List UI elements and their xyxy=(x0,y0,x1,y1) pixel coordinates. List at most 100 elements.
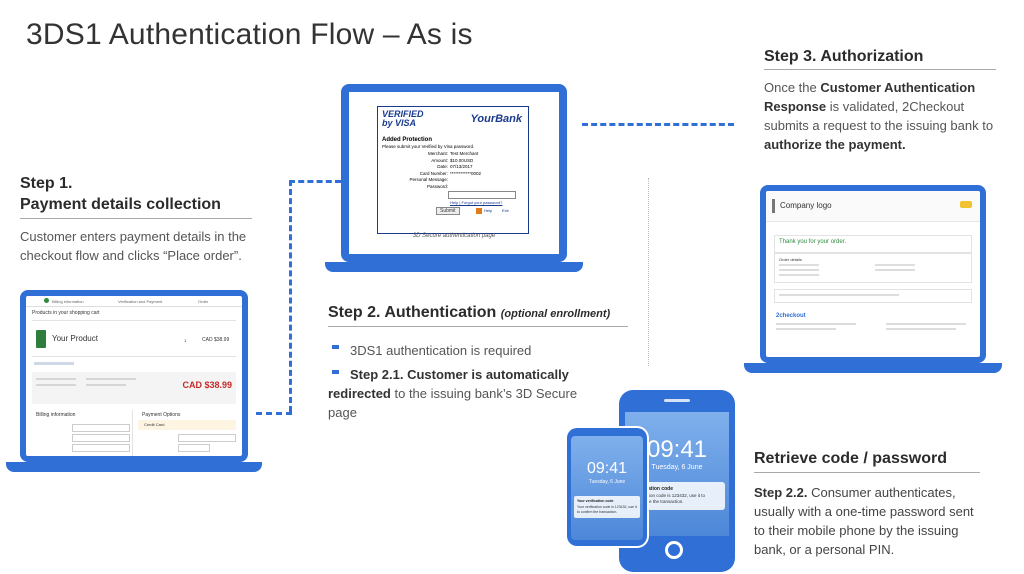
phone-small: 09:41 Tuesday, 6 June Your verification … xyxy=(567,428,647,546)
retrieve-rest: Consumer authenticates, usually with a o… xyxy=(754,485,974,557)
billing-field[interactable] xyxy=(72,424,130,432)
step2-bullet1: 3DS1 authentication is required xyxy=(350,343,532,358)
bank-logo: YourBank xyxy=(470,113,522,125)
retrieve-bold: Step 2.2. xyxy=(754,485,808,500)
password-field[interactable] xyxy=(448,191,516,199)
exit-link[interactable]: Exit xyxy=(502,208,509,213)
detail-line xyxy=(875,269,915,271)
step3-divider xyxy=(764,69,996,70)
help-icon xyxy=(476,208,482,214)
cart-divider xyxy=(32,356,236,357)
step3-t4: authorize the payment. xyxy=(764,137,906,152)
connector-step1-bottom xyxy=(256,412,292,415)
guarantee-line xyxy=(86,384,126,386)
logo-bar xyxy=(772,199,775,213)
secure-screen: VERIFIED by VISA YourBank Added Protecti… xyxy=(341,84,567,262)
email-notice xyxy=(774,289,972,303)
footer-line xyxy=(776,323,856,325)
payment-panel: Payment Options Credit Card xyxy=(138,410,236,456)
vbv-logo: VERIFIED by VISA xyxy=(382,109,424,128)
order-details-title: Order details xyxy=(779,257,802,262)
form-row-value: 07/13/2017 xyxy=(450,164,473,169)
step2-heading-main: Step 2. Authentication xyxy=(328,304,497,321)
step1-divider xyxy=(20,218,252,219)
product-qty: 1 xyxy=(184,338,187,343)
step3-heading: Step 3. Authorization xyxy=(764,48,924,65)
form-row-label: Password: xyxy=(426,183,448,189)
detail-line xyxy=(779,264,819,266)
form-row-label: Personal Message: xyxy=(409,177,448,182)
step2-heading-note: (optional enrollment) xyxy=(500,308,611,320)
guide-line-vertical xyxy=(648,178,649,366)
form-row-label: Date: xyxy=(437,164,448,169)
confirmation-header: Company logo xyxy=(766,191,980,222)
product-name: Your Product xyxy=(52,334,98,343)
small-sms-notification[interactable]: Your verification code Your verification… xyxy=(574,496,640,518)
confirmation-laptop: Company logo Thank you for your order. O… xyxy=(744,185,1002,373)
form-row: Date:07/13/2017 xyxy=(382,164,524,170)
step2-bullet2: Step 2.1. Customer is automatically redi… xyxy=(328,365,593,422)
guarantee-line xyxy=(86,378,136,380)
checkout-laptop-base xyxy=(6,462,262,472)
company-logo: Company logo xyxy=(780,201,832,210)
step1-heading-line2: Payment details collection xyxy=(20,196,221,213)
order-details: Order details xyxy=(774,253,972,283)
help-link[interactable]: Help xyxy=(484,208,493,213)
card-number-field[interactable] xyxy=(178,434,236,442)
footer-line xyxy=(886,323,966,325)
lock-time: 09:41 xyxy=(646,436,708,463)
products-divider xyxy=(32,320,236,321)
step1-heading-line1: Step 1. xyxy=(20,175,73,192)
form-row-value: Test Merchant xyxy=(450,151,479,156)
help-links[interactable]: Help | Forgot your password? xyxy=(450,200,503,205)
footer-line xyxy=(886,328,956,330)
bullet-icon xyxy=(332,370,339,374)
form-row: Personal Message: xyxy=(382,177,524,183)
totals-panel: CAD $38.99 xyxy=(32,372,236,404)
norton-badge-icon xyxy=(960,201,972,208)
billing-field[interactable] xyxy=(72,434,130,442)
form-row-label: Amount: xyxy=(431,157,448,163)
form-row-label: Card Number: xyxy=(419,170,448,176)
small-lock-date: Tuesday, 6 June xyxy=(588,479,626,485)
form-row-label: Merchant: xyxy=(427,151,448,156)
speaker-icon xyxy=(664,399,690,402)
phone-small-screen: 09:41 Tuesday, 6 June Your verification … xyxy=(571,436,643,540)
billing-panel: Billing information xyxy=(32,410,133,456)
home-button-icon[interactable] xyxy=(665,541,683,559)
form-intro: Please submit your Verified by Visa pass… xyxy=(382,144,475,149)
small-lock-time: 09:41 xyxy=(586,460,628,477)
step3-t1: Once the xyxy=(764,80,821,95)
thank-you-text: Thank you for your order. xyxy=(779,239,847,245)
checkout-screen: Billing information Verification and Pay… xyxy=(20,290,248,462)
lock-date: Tuesday, 6 June xyxy=(651,464,703,471)
coupon-link[interactable] xyxy=(34,362,74,365)
form-row: Amount:$10.00USD xyxy=(382,158,524,164)
detail-line xyxy=(779,269,819,271)
payment-method-row[interactable]: Credit Card xyxy=(138,420,236,430)
notice-line xyxy=(779,294,899,296)
form-row-value: ************0002 xyxy=(450,170,482,176)
form-row: Card Number:************0002 xyxy=(382,171,524,177)
product-price: CAD $38.99 xyxy=(202,337,230,343)
payment-method: Credit Card xyxy=(144,422,165,427)
form-row-value: $10.00USD xyxy=(450,157,474,163)
connector-step1-vertical xyxy=(289,180,292,412)
small-notification-text: Your verification code is 123432, use it… xyxy=(577,505,637,514)
detail-line xyxy=(875,264,915,266)
step2-bullet2-bold: Step 2.1. Customer is automatically redi… xyxy=(328,367,569,401)
expiry-field[interactable] xyxy=(178,444,210,452)
step3-t2: Customer Authentication Response xyxy=(764,80,976,114)
confirmation-laptop-base xyxy=(744,363,1002,373)
billing-field[interactable] xyxy=(72,444,130,452)
checkout-progress: Billing information Verification and Pay… xyxy=(26,296,242,307)
step2-bullet2-rest: to the issuing bank’s 3D Secure page xyxy=(328,386,578,420)
step3-text: Once the Customer Authentication Respons… xyxy=(764,78,1012,154)
thank-you-banner: Thank you for your order. xyxy=(774,235,972,253)
progress-step-2: Verification and Payment xyxy=(118,299,163,304)
secure-laptop: VERIFIED by VISA YourBank Added Protecti… xyxy=(325,84,583,272)
notification-title: Verification code xyxy=(633,486,674,492)
vbv-form: VERIFIED by VISA YourBank Added Protecti… xyxy=(377,106,529,234)
brand-logo: 2checkout xyxy=(776,313,806,319)
submit-button[interactable]: Submit xyxy=(436,207,460,215)
